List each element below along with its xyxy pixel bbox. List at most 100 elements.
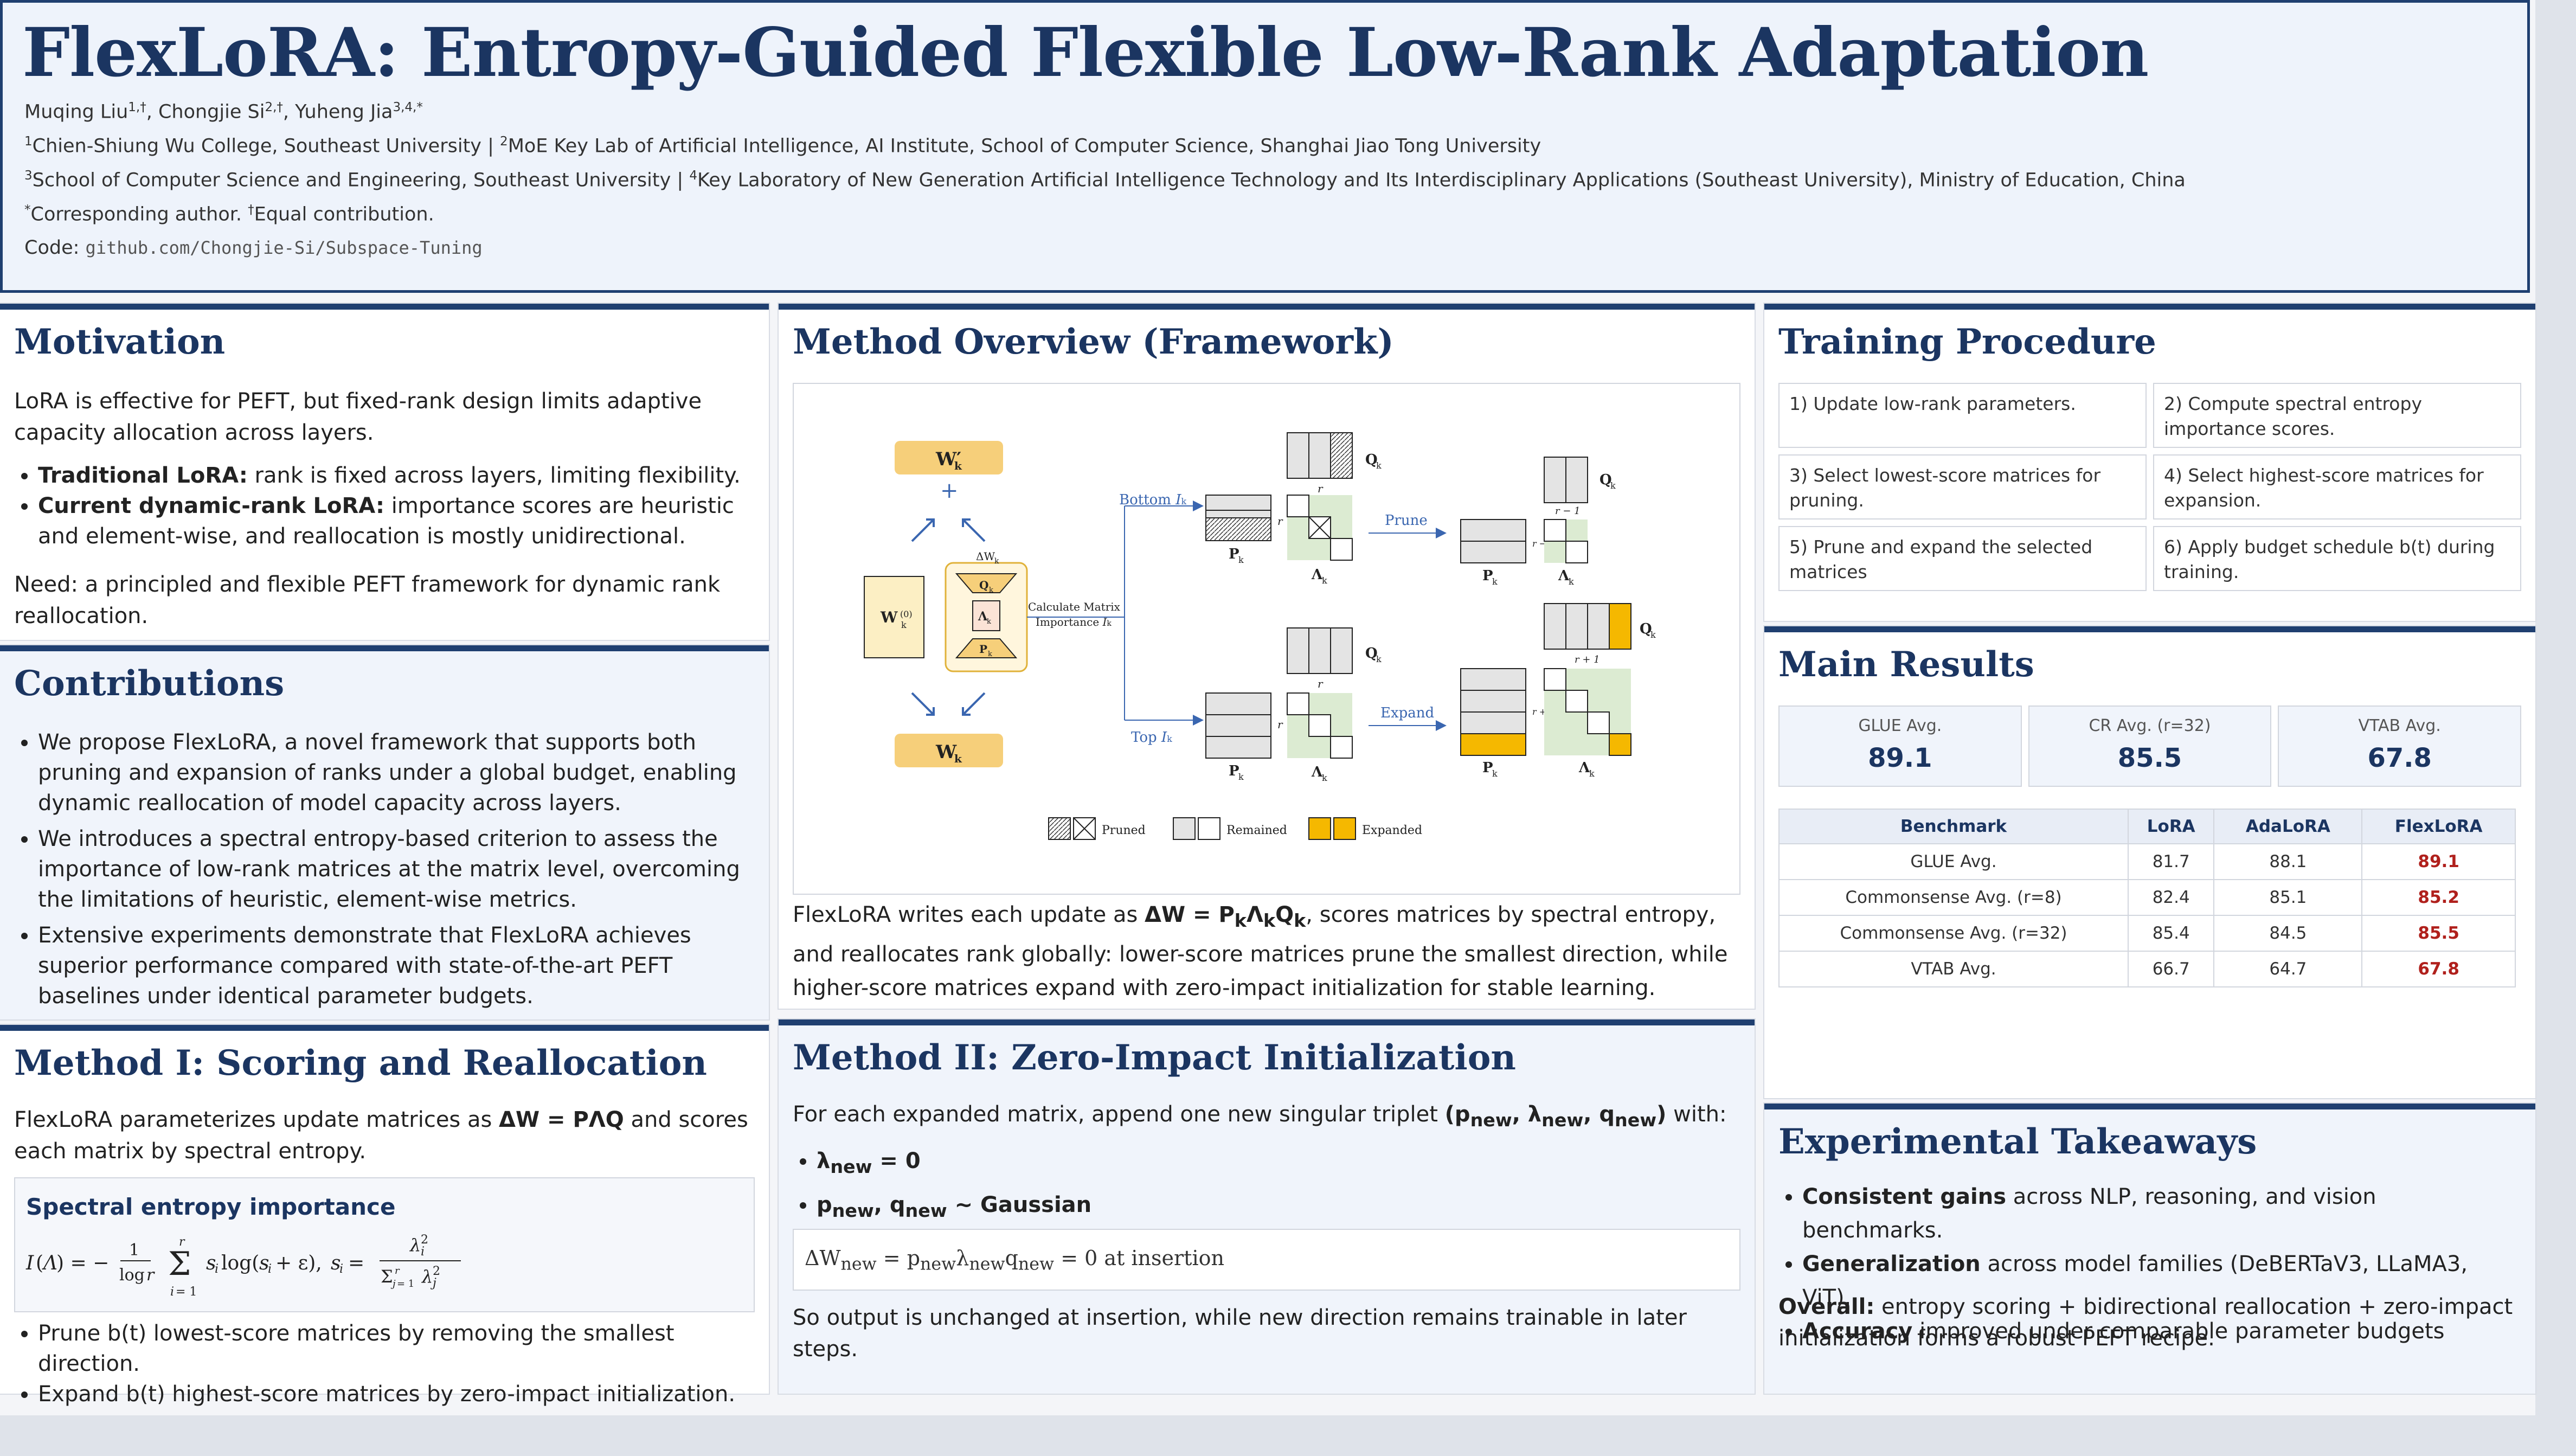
svg-text:k: k [954,459,962,472]
svg-text:i: i [268,1262,272,1276]
svg-text:Q: Q [979,579,988,592]
svg-text:2: 2 [421,1233,428,1247]
prune-branch: Qk r Pk r Λk Prune [1205,432,1616,587]
svg-text:+ ε),: + ε), [275,1252,322,1274]
training-step: 1) Update low-rank parameters. [1778,383,2147,448]
svg-text:Λ: Λ [1578,760,1590,776]
legend-remained: Remained [1226,824,1287,837]
svg-text:Q: Q [1599,472,1612,488]
svg-text:k: k [988,650,992,658]
motivation-bullet: Current dynamic-rank LoRA: importance sc… [38,491,755,551]
svg-text:r: r [1277,515,1283,528]
expand-branch: Qk r Pk r Λk Expand [1205,603,1656,783]
svg-text:Q: Q [1365,452,1378,468]
training-step: 6) Apply budget schedule b(t) during tra… [2153,526,2521,591]
svg-text:k: k [954,752,962,765]
method2-bullets: λnew = 0 pnew, qnew ~ Gaussian [793,1142,1740,1230]
training-step: 2) Compute spectral entropy importance s… [2153,383,2521,448]
svg-text:P: P [1482,760,1493,776]
method2-bullet: pnew, qnew ~ Gaussian [817,1186,1740,1230]
svg-text:k: k [1238,555,1244,565]
legend-expanded: Expanded [1362,824,1422,837]
zero-impact-equation: ΔWnew = pnewλnewqnew = 0 at insertion [793,1229,1740,1291]
svg-text:r: r [1318,482,1324,495]
svg-text:k: k [1376,654,1382,664]
method2-title: Method II: Zero-Impact Initialization [793,1037,1516,1078]
motivation-bullet: Traditional LoRA: rank is fixed across l… [38,460,755,491]
method1-bullets: Prune b(t) lowest-score matrices by remo… [14,1318,755,1409]
svg-text:r: r [1318,677,1324,690]
code-label: Code: [24,237,80,259]
svg-text:k: k [1492,576,1498,587]
svg-text:k: k [1569,576,1574,587]
table-header-row: Benchmark LoRA AdaLoRA FlexLoRA [1778,809,2516,844]
bottom-label: Bottom Ik [1119,492,1187,508]
results-panel: Main Results GLUE Avg.89.1 CR Avg. (r=32… [1764,626,2535,1098]
takeaway-item: Generalization across model families (De… [1802,1247,2521,1314]
code-link[interactable]: github.com/Chongjie-Si/Subspace-Tuning [85,238,483,258]
svg-text:log: log [119,1266,145,1285]
takeaways-title: Experimental Takeaways [1778,1121,2257,1162]
svg-text:ΔW: ΔW [976,550,995,563]
svg-text:s: s [206,1252,216,1274]
svg-text:= 1: = 1 [397,1278,414,1290]
svg-text:k: k [1376,460,1382,471]
author-note: *Corresponding author. †Equal contributi… [24,203,434,226]
prune-label: Prune [1385,512,1428,529]
overview-caption: FlexLoRA writes each update as ΔW = PkΛk… [793,902,1728,1000]
svg-text:P: P [1229,763,1239,779]
calc-label: Calculate Matrix [1028,600,1121,613]
results-table: Benchmark LoRA AdaLoRA FlexLoRA GLUE Avg… [1778,809,2516,987]
poster: FlexLoRA: Entropy-Guided Flexible Low-Ra… [0,0,2535,1415]
entropy-box-title: Spectral entropy importance [26,1194,396,1220]
frozen-weight-box [864,576,924,658]
overview-title: Method Overview (Framework) [793,322,1394,362]
svg-text:Σ: Σ [168,1245,191,1283]
svg-text:r: r [179,1235,185,1249]
contributions-panel: Contributions We propose FlexLoRA, a nov… [0,645,769,1019]
results-stats: GLUE Avg.89.1 CR Avg. (r=32)85.5 VTAB Av… [1778,705,2521,787]
results-title: Main Results [1778,644,2034,685]
svg-text:2: 2 [433,1265,440,1278]
svg-text:k: k [994,557,999,566]
svg-text:Λ: Λ [1558,568,1570,584]
svg-text:P: P [979,643,987,656]
entropy-box: Spectral entropy importance I(Λ) = − 1 l… [14,1177,755,1312]
svg-text:1: 1 [129,1241,139,1260]
svg-text:k: k [1492,768,1498,779]
contribution-item: Extensive experiments demonstrate that F… [38,920,755,1011]
method1-bullet: Expand b(t) highest-score matrices by ze… [38,1379,755,1409]
method2-panel: Method II: Zero-Impact Initialization Fo… [779,1019,1755,1394]
training-title: Training Procedure [1778,322,2156,362]
svg-text:P: P [1482,568,1493,584]
svg-text:k: k [1589,768,1595,779]
method2-outro: So output is unchanged at insertion, whi… [793,1305,1687,1362]
svg-text:+: + [940,478,959,503]
stat-card: CR Avg. (r=32)85.5 [2028,705,2272,787]
overview-panel: Method Overview (Framework) W′k + [779,304,1755,1009]
contribution-item: We introduces a spectral entropy-based c… [38,824,755,915]
top-label: Top Ik [1131,729,1172,746]
motivation-title: Motivation [14,322,226,362]
motivation-bullets: Traditional LoRA: rank is fixed across l… [14,460,755,551]
svg-text:(0): (0) [900,609,913,619]
motivation-need: Need: a principled and flexible PEFT fra… [14,572,721,628]
method1-panel: Method I: Scoring and Reallocation FlexL… [0,1025,769,1407]
svg-text:(: ( [36,1252,43,1274]
poster-header: FlexLoRA: Entropy-Guided Flexible Low-Ra… [0,0,2530,293]
takeaways-bullets: Consistent gains across NLP, reasoning, … [1778,1180,2521,1348]
svg-text:I: I [25,1252,34,1274]
svg-text:s: s [259,1252,269,1274]
svg-text:k: k [1610,480,1616,491]
motivation-intro: LoRA is effective for PEFT, but fixed-ra… [14,389,702,445]
svg-text:r: r [395,1265,400,1277]
takeaway-item: Consistent gains across NLP, reasoning, … [1802,1180,2521,1247]
svg-text:r − 1: r − 1 [1555,505,1581,517]
svg-text:Λ: Λ [978,610,988,624]
svg-text:W: W [880,608,898,626]
takeaway-item: Accuracy improved under comparable param… [1802,1314,2521,1348]
